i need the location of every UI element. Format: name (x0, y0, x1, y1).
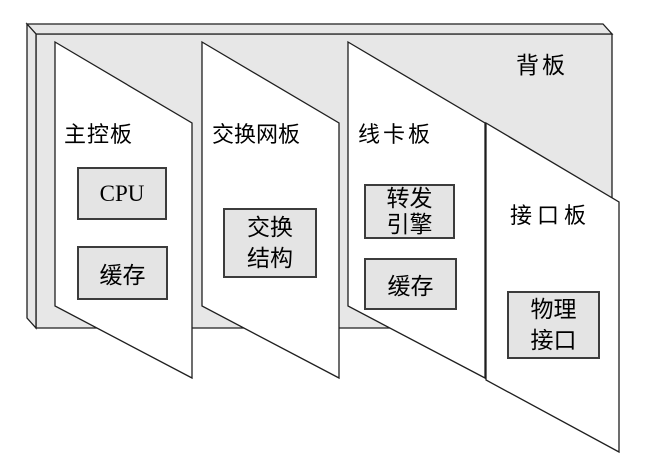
board-main-control-label: 主控板 (64, 122, 134, 147)
switch-fabric-box: 交换 结构 (223, 208, 317, 278)
forwarding-engine-line-2: 引擎 (386, 211, 433, 237)
cpu-box-label: CPU (99, 180, 145, 206)
main-control-cache-box: 缓存 (77, 246, 168, 300)
backplane-left-edge (26, 22, 37, 330)
backplane-top-edge (25, 23, 614, 35)
board-interface-label: 接口板 (510, 203, 592, 228)
physical-interface-line-1: 物理 (530, 297, 577, 322)
line-card-cache-box: 缓存 (364, 258, 457, 310)
switch-fabric-line-2: 结构 (247, 246, 293, 271)
physical-interface-line-2: 接口 (530, 328, 577, 353)
board-interface (485, 121, 620, 454)
switch-fabric-line-1: 交换 (247, 215, 293, 240)
board-line-card-label: 线卡板 (358, 122, 434, 147)
backplane-label: 背板 (516, 53, 568, 78)
line-card-cache-label: 缓存 (387, 274, 434, 299)
main-control-cache-label: 缓存 (99, 263, 146, 288)
cpu-box: CPU (77, 167, 167, 220)
forwarding-engine-line-1: 转发 (386, 185, 433, 211)
board-switch-fabric-label: 交换网板 (212, 122, 301, 147)
forwarding-engine-box: 转发 引擎 (364, 184, 455, 239)
physical-interface-box: 物理 接口 (507, 291, 600, 359)
